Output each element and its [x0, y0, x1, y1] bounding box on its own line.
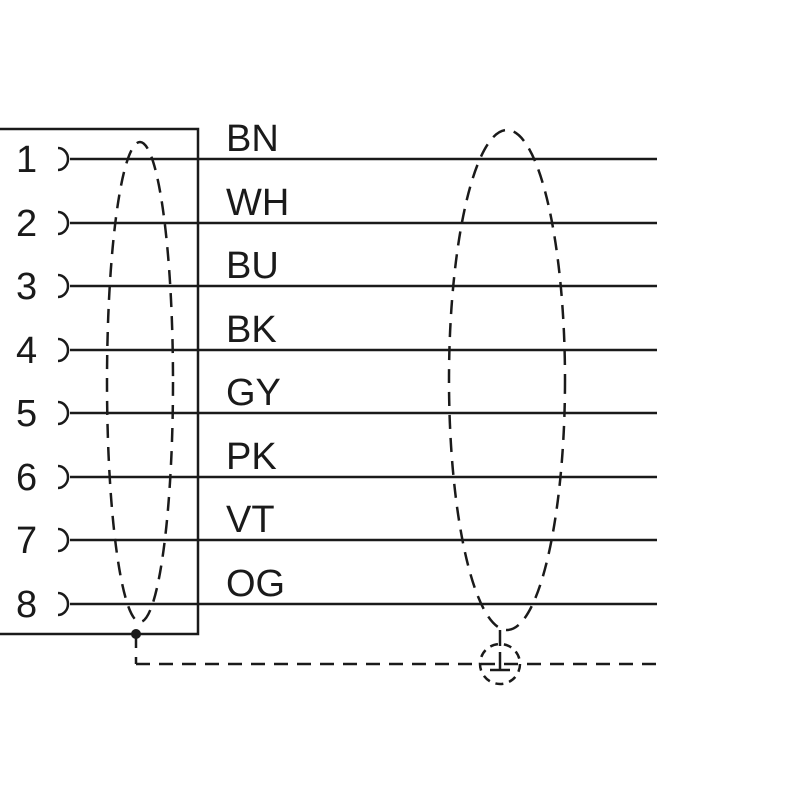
wire-color-label: WH	[226, 182, 289, 224]
pin-number: 2	[16, 203, 37, 245]
pin-number: 8	[16, 584, 37, 626]
socket-icon	[57, 400, 70, 426]
socket-icon	[57, 273, 70, 299]
pin-number: 3	[16, 266, 37, 308]
socket-icon	[57, 210, 70, 236]
pin-group: 1 BN 2 WH 3 BU 4 BK 5 GY 6 PK 7 VT 8 OG	[16, 118, 657, 626]
wire-color-label: GY	[226, 372, 281, 414]
wire-color-label: BN	[226, 118, 279, 160]
pin-number: 6	[16, 457, 37, 499]
wire-color-label: OG	[226, 563, 285, 605]
pin-number: 5	[16, 393, 37, 435]
connector-housing	[0, 127, 200, 636]
pin-number: 4	[16, 330, 37, 372]
wire-color-label: PK	[226, 436, 277, 478]
pin-number: 7	[16, 520, 37, 562]
ground-icon	[478, 630, 522, 686]
wire-color-label: BK	[226, 309, 277, 351]
cable-shield	[447, 128, 567, 632]
socket-icon	[57, 527, 70, 553]
wire-color-label: BU	[226, 245, 279, 287]
wire-color-label: VT	[226, 499, 275, 541]
pin-number: 1	[16, 139, 37, 181]
socket-icon	[57, 464, 70, 490]
inner-shield	[105, 140, 175, 624]
socket-icon	[57, 146, 70, 172]
socket-icon	[57, 591, 70, 617]
socket-icon	[57, 337, 70, 363]
